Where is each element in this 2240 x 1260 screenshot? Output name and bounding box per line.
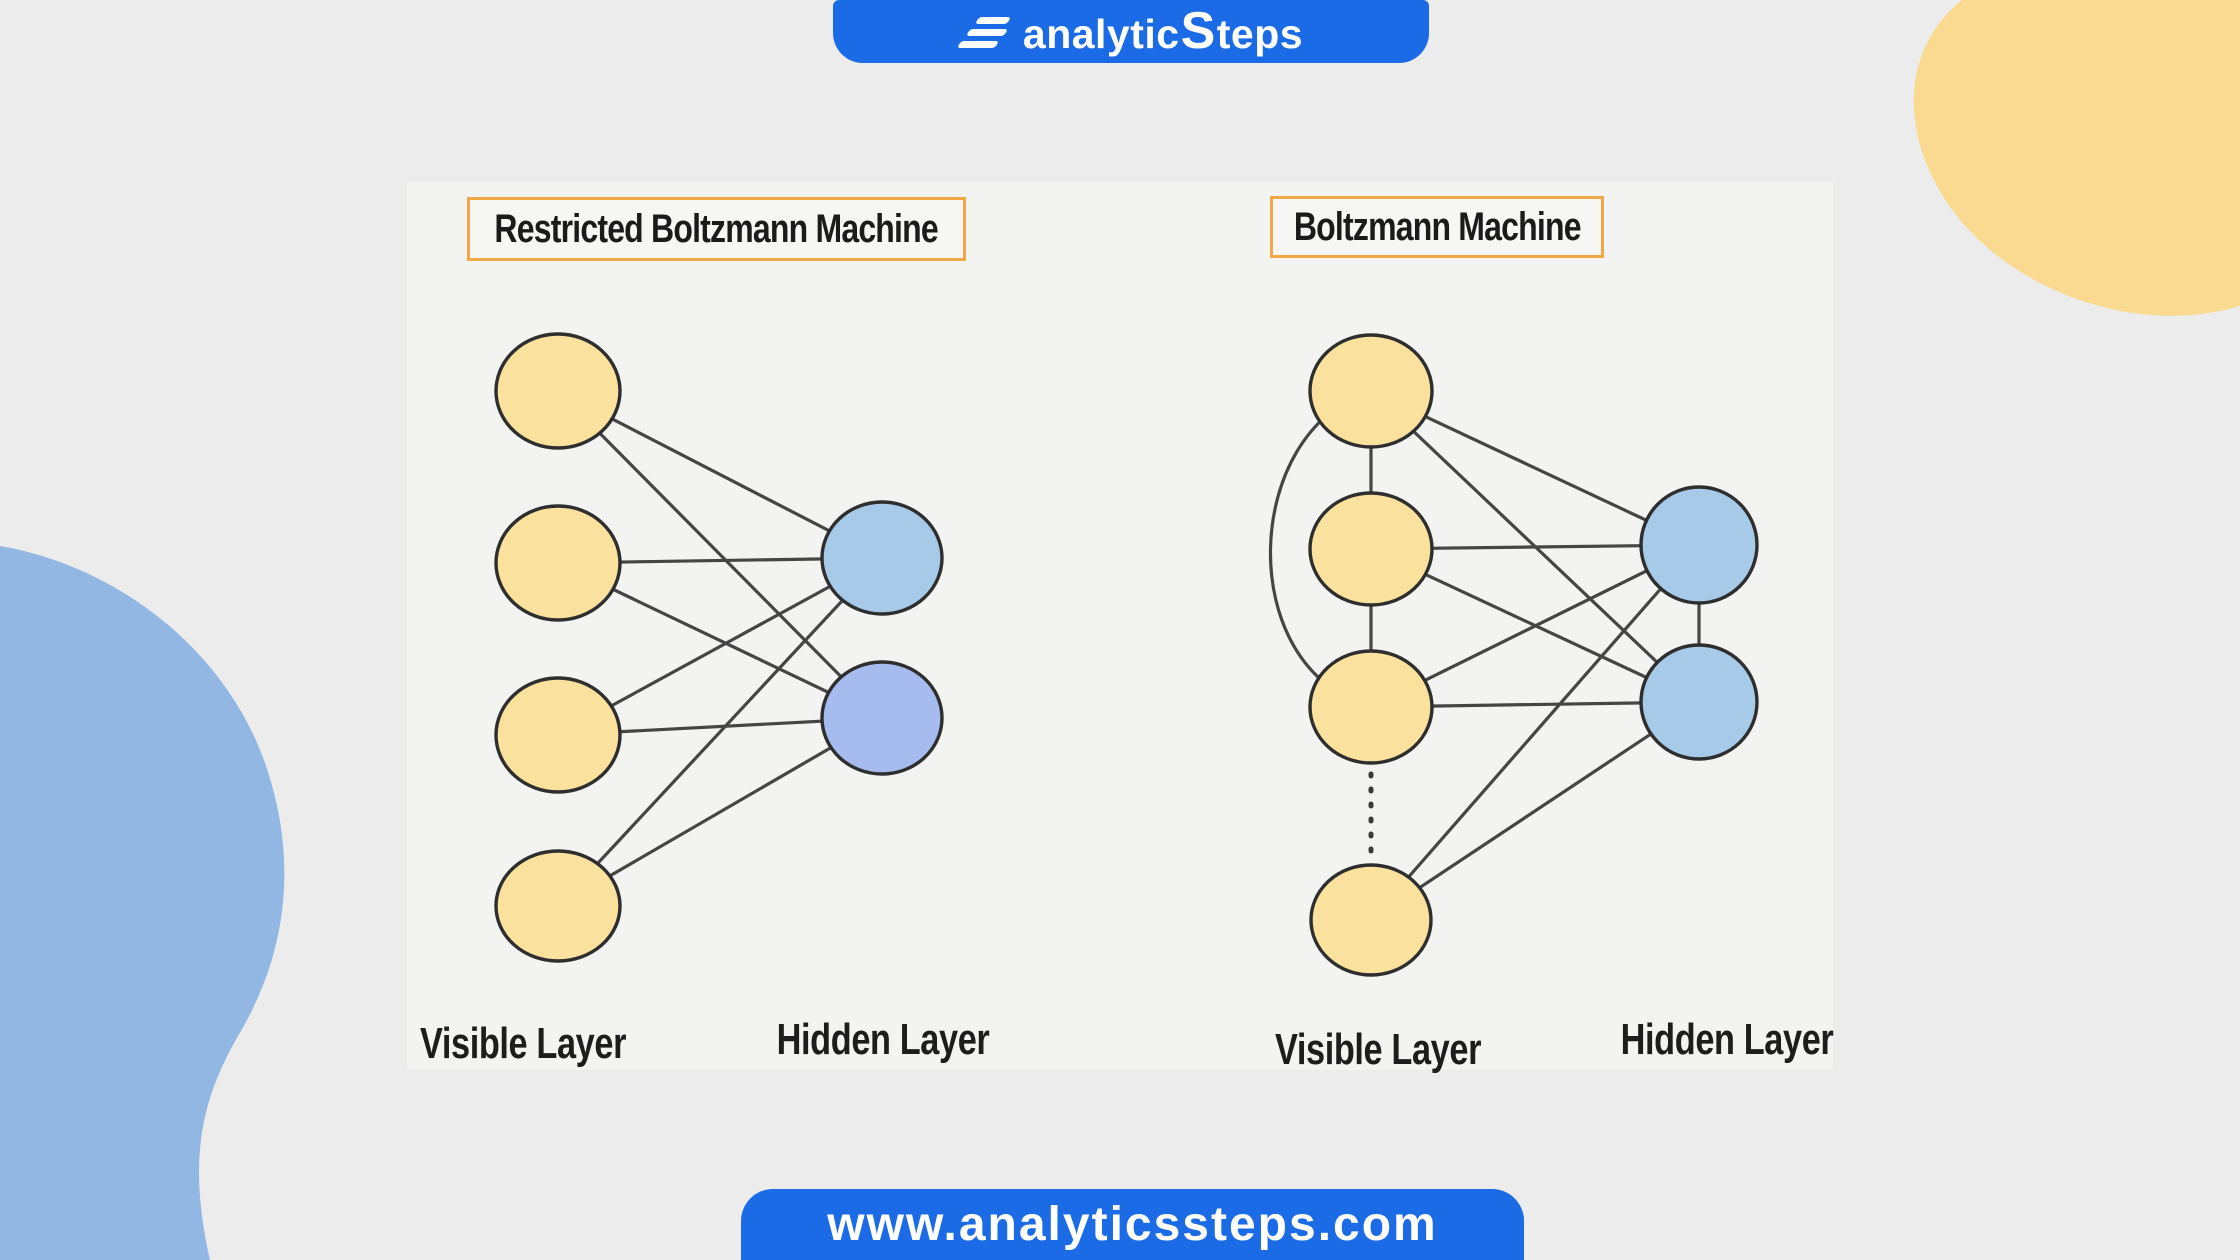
logo-stylized-s: S — [1180, 2, 1216, 60]
bm-edge-lines — [1268, 389, 1701, 922]
visible-node — [1308, 491, 1434, 607]
hidden-node — [1639, 485, 1759, 605]
visible-node — [494, 849, 622, 963]
logo-suffix: teps — [1216, 11, 1304, 57]
brand-header-pill[interactable]: analytic S teps — [833, 0, 1429, 63]
visible-node — [494, 676, 622, 794]
hidden-node — [820, 500, 944, 616]
rbm-visible-layer-label: Visible Layer — [419, 1019, 627, 1068]
visible-node — [1308, 333, 1434, 449]
brand-logo-text: analytic S teps — [1023, 5, 1303, 58]
hidden-node — [820, 660, 944, 776]
visible-node — [1309, 863, 1433, 977]
visible-node — [494, 504, 622, 622]
bm-visible-nodes — [1308, 333, 1434, 977]
rbm-hidden-layer-label: Hidden Layer — [776, 1015, 990, 1064]
brand-logo: analytic S teps — [956, 5, 1303, 58]
rbm-edge-lines — [556, 389, 884, 908]
rbm-title-box: Restricted Boltzmann Machine — [467, 197, 966, 261]
footer-url-pill[interactable]: www.analyticssteps.com — [741, 1189, 1524, 1260]
visible-node — [1308, 649, 1434, 765]
bm-hidden-nodes — [1639, 485, 1759, 761]
rbm-visible-nodes — [494, 332, 622, 963]
bm-hidden-layer-label: Hidden Layer — [1620, 1015, 1834, 1064]
rbm-hidden-nodes — [820, 500, 944, 776]
bm-diagram — [1268, 333, 1759, 977]
logo-prefix: analytic — [1022, 11, 1180, 57]
rbm-title: Restricted Boltzmann Machine — [494, 206, 939, 251]
bm-visible-layer-label: Visible Layer — [1274, 1025, 1482, 1074]
visible-node — [494, 332, 622, 450]
bm-title: Boltzmann Machine — [1293, 204, 1582, 249]
rbm-diagram — [494, 332, 944, 963]
footer-url-text: www.analyticssteps.com — [827, 1198, 1438, 1251]
hidden-node — [1639, 643, 1759, 761]
bm-title-box: Boltzmann Machine — [1270, 196, 1604, 258]
diagram-panel — [407, 182, 1833, 1070]
